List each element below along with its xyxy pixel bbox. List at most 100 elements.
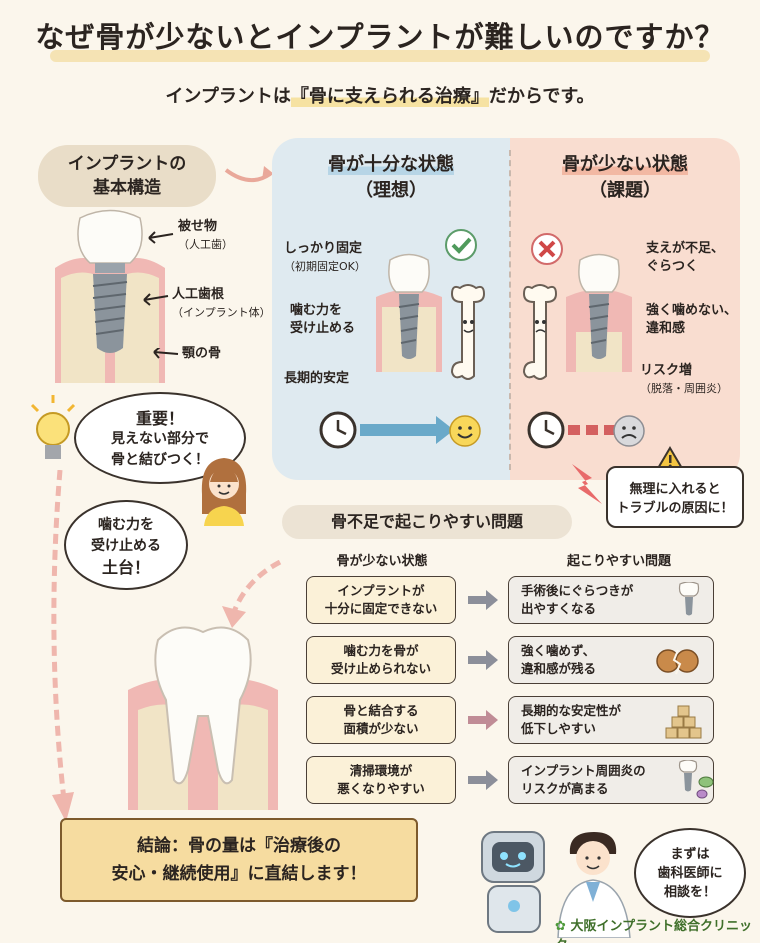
cause-box: 骨と結合する 面積が少ない (306, 696, 456, 744)
warning-box: 無理に入れると トラブルの原因に！ (606, 466, 744, 528)
issue-note-bite-line1: 強く噛めない、 (646, 303, 738, 318)
dashed-arrow-icon (51, 470, 74, 822)
issue-note-risk-sub: （脱落・周囲炎） (640, 382, 728, 395)
cause-box: 清掃環境が 悪くなりやすい (306, 756, 456, 804)
page-subtitle: インプラントは『骨に支えられる治療』だからです。 (0, 82, 760, 108)
column-header-cause: 骨が少ない状態 (336, 554, 428, 569)
sad-bone-icon (522, 284, 558, 380)
subtitle-highlight: 『骨に支えられる治療』 (290, 86, 489, 107)
ideal-title: 骨が十分な状態 （理想） (272, 152, 510, 204)
wobbly-implant-icon (678, 582, 700, 616)
foundation-bubble-line1: 噛む力を (98, 517, 154, 533)
ideal-note-bite-line2: 受け止める (290, 321, 356, 336)
row-arrow-icon (468, 710, 498, 730)
ideal-note-fixed-sub: （初期固定OK） (284, 260, 366, 273)
cause-line1: 骨と結合する (343, 703, 419, 718)
conclusion-line2: 安心・継続使用』に直結します！ (111, 864, 367, 884)
title-underline (50, 50, 710, 62)
lightning-icon (572, 464, 602, 504)
tip-bubble-line2: 見えない部分で (111, 431, 209, 447)
structure-heading-line1: インプラントの (67, 154, 187, 174)
effect-line1: インプラント周囲炎の (521, 763, 646, 778)
root-label-sub: （インプラント体） (172, 306, 271, 319)
check-icon (445, 229, 477, 261)
issue-note-wobble-line2: ぐらつく (646, 259, 699, 274)
effect-line2: 低下しやすい (521, 721, 596, 736)
smile-icon (449, 415, 481, 447)
row-arrow-icon (468, 650, 498, 670)
doctor-illustration (557, 832, 631, 938)
arrow-icon (153, 348, 179, 359)
tip-bubble-line3: 骨と結びつく！ (111, 452, 209, 468)
ideal-note-bite: 噛む力を 受け止める (290, 302, 355, 338)
effect-line2: リスクが高まる (521, 781, 609, 796)
arrow-icon (148, 231, 174, 244)
sad-face-icon (613, 415, 645, 447)
issue-note-bite-line2: 違和感 (646, 321, 686, 336)
bone-label: 顎の骨 (182, 346, 222, 361)
issue-note-wobble: 支えが不足、 ぐらつく (646, 240, 724, 276)
structure-heading: インプラントの 基本構造 (38, 145, 216, 207)
clinic-logo-icon: ✿ (555, 919, 566, 934)
ideal-note-bite-line1: 噛む力を (290, 303, 343, 318)
doctor-bubble-line2: 歯科医師に (657, 866, 723, 881)
curved-arrow-icon (224, 166, 274, 182)
cause-line2: 悪くなりやすい (337, 781, 425, 796)
cause-line1: 清掃環境が (349, 763, 413, 778)
effect-line1: 強く噛めず、 (521, 643, 596, 658)
bacteria-icon (678, 760, 714, 799)
row-arrow-icon (468, 770, 498, 790)
foundation-bubble: 噛む力を 受け止める 土台！ (64, 500, 188, 590)
ideal-subtitle: （理想） (355, 180, 427, 201)
foundation-bubble-line3: 土台！ (101, 558, 150, 577)
cause-line2: 受け止められない (330, 661, 431, 676)
issue-title: 骨が少ない状態 （課題） (510, 152, 740, 204)
ideal-note-stable: 長期的安定 (284, 371, 350, 386)
issue-note-risk-text: リスク増 (640, 363, 693, 378)
subtitle-prefix: インプラントは (165, 86, 291, 107)
issue-note-bite: 強く噛めない、 違和感 (646, 302, 737, 338)
issue-note-risk: リスク増 （脱落・周囲炎） (640, 362, 728, 398)
clinic-name-text: 大阪インプラント総合クリニック (555, 919, 753, 943)
ideal-title-text: 骨が十分な状態 (328, 154, 454, 175)
cause-box: インプラントが 十分に固定できない (306, 576, 456, 624)
crumbling-blocks-icon (665, 705, 702, 739)
cause-line1: インプラントが (337, 583, 425, 598)
doctor-bubble-line3: 相談を！ (663, 885, 716, 900)
structure-heading-line2: 基本構造 (93, 178, 161, 198)
warning-line1: 無理に入れると (629, 482, 721, 497)
doctor-bubble-line1: まずは (670, 847, 710, 862)
conclusion-banner: 結論：骨の量は『治療後の 安心・継続使用』に直結します！ (60, 818, 418, 902)
woman-avatar (201, 458, 247, 526)
clock-to-smile-icon (319, 411, 454, 449)
root-label: 人工歯根 （インプラント体） (172, 286, 271, 322)
cause-line2: 十分に固定できない (324, 601, 438, 616)
crown-label: 被せ物 （人工歯） (178, 218, 233, 254)
foundation-bubble-line2: 受け止める (91, 538, 161, 554)
issues-section-title: 骨不足で起こりやすい問題 (282, 505, 572, 539)
robot-illustration (481, 831, 545, 933)
dashed-arrow-icon (222, 560, 282, 628)
effect-line1: 手術後にぐらつきが (521, 583, 634, 598)
implant-structure-illustration (55, 209, 165, 383)
healthy-implant-illustration (376, 253, 442, 372)
issue-subtitle: （課題） (589, 180, 661, 201)
cause-line2: 面積が少ない (343, 721, 419, 736)
page-title: なぜ骨が少ないとインプラントが難しいのですか？ (35, 20, 725, 54)
crown-label-text: 被せ物 (178, 219, 218, 234)
effect-box: 強く噛めず、 違和感が残る (508, 636, 714, 684)
clock-to-sad-icon (527, 411, 616, 449)
cross-icon (531, 233, 563, 265)
arrow-icon (143, 293, 169, 306)
effect-line2: 違和感が残る (521, 661, 597, 676)
healthy-tooth-illustration (128, 626, 278, 810)
column-header-effect: 起こりやすい問題 (566, 554, 671, 569)
conclusion-line1: 結論：骨の量は『治療後の (137, 836, 341, 856)
ideal-note-fixed-text: しっかり固定 (284, 241, 363, 256)
row-arrow-icon (468, 590, 498, 610)
cause-line1: 噛む力を骨が (343, 643, 419, 658)
effect-line1: 長期的な安定性が (521, 703, 622, 718)
unstable-implant-illustration (566, 253, 632, 372)
effect-line2: 出やすくなる (521, 601, 597, 616)
lightbulb-icon (30, 395, 76, 459)
